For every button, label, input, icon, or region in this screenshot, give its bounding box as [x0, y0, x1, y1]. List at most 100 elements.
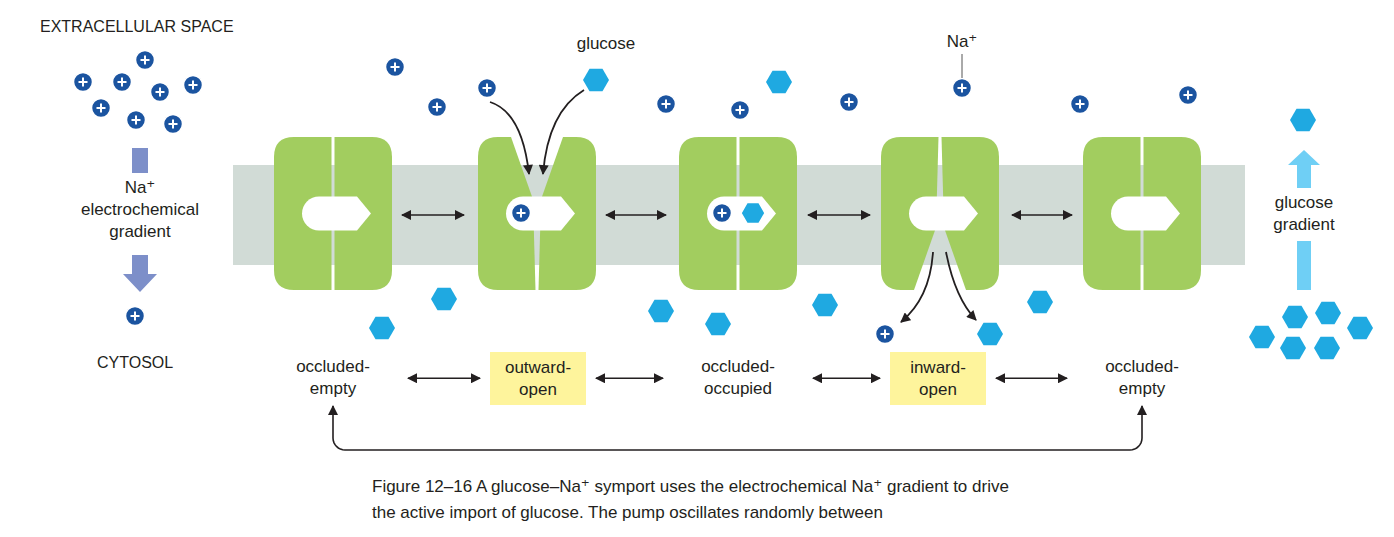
glucose-molecule — [431, 288, 457, 311]
glucose-molecule — [1282, 306, 1308, 329]
ion-disc — [136, 51, 155, 70]
annotation-label: Na⁺ — [932, 31, 992, 53]
glucose-molecule — [977, 323, 1003, 346]
ion-disc — [428, 98, 447, 117]
transition-arrow — [808, 214, 870, 216]
movement-arrow — [946, 252, 976, 320]
transition-connector — [596, 377, 663, 379]
transporter-protein — [881, 137, 999, 290]
binding-pocket — [707, 197, 776, 231]
sodium-ion — [92, 99, 111, 118]
plus-sign — [1076, 100, 1085, 109]
ion-disc — [657, 95, 676, 114]
binding-pocket — [1111, 197, 1180, 231]
glucose-molecule — [741, 203, 765, 224]
glucose-molecule — [1027, 291, 1053, 314]
plus-sign — [662, 100, 671, 109]
illustration — [74, 51, 1374, 360]
movement-arrow — [490, 102, 529, 174]
glucose-molecule — [1347, 317, 1373, 340]
transporter-protein — [679, 137, 797, 290]
annotation-label: glucose gradient — [1259, 192, 1349, 236]
plus-sign — [132, 116, 141, 125]
plus-sign — [156, 88, 165, 97]
ion-disc — [1179, 86, 1198, 105]
ion-disc — [92, 99, 111, 118]
glucose-molecule — [705, 313, 731, 336]
state-text: occluded- empty — [288, 356, 378, 400]
sodium-ion — [657, 95, 676, 114]
plus-sign — [1184, 91, 1193, 100]
glucose-molecule — [1249, 326, 1275, 349]
glucose-molecule — [766, 71, 792, 94]
glucose-molecule — [1315, 302, 1341, 325]
state-label: occluded- occupied — [673, 356, 803, 400]
plus-sign — [881, 330, 890, 339]
sodium-ion — [127, 111, 146, 130]
ion-disc — [1071, 95, 1090, 114]
gradient-arrow-tail — [1297, 241, 1311, 290]
ion-disc — [840, 93, 859, 112]
sodium-ion — [713, 204, 732, 223]
sodium-ion — [840, 93, 859, 112]
ion-disc — [126, 307, 145, 326]
transition-connector — [813, 377, 880, 379]
plus-sign — [97, 104, 106, 113]
sodium-ion — [113, 73, 132, 92]
sodium-ion — [1071, 95, 1090, 114]
transition-connector — [333, 406, 1142, 450]
leader-line — [962, 54, 963, 78]
movement-arrow — [901, 252, 933, 322]
sodium-ion — [184, 76, 203, 95]
plus-sign — [483, 84, 492, 93]
ion-disc — [386, 58, 405, 77]
gradient-arrow-head — [123, 255, 157, 292]
plus-sign — [845, 98, 854, 107]
plus-sign — [189, 81, 198, 90]
annotation-label: Na⁺ electrochemical gradient — [70, 177, 210, 243]
transition-arrow — [1012, 214, 1072, 216]
plus-sign — [517, 209, 526, 218]
sodium-ion — [386, 58, 405, 77]
sodium-ion — [876, 325, 895, 344]
sodium-ion — [478, 79, 497, 98]
annotation-label: CYTOSOL — [97, 352, 217, 374]
ion-disc — [512, 204, 531, 223]
plus-sign — [141, 56, 150, 65]
plus-sign — [718, 209, 727, 218]
gradient-arrow-head — [1288, 150, 1320, 188]
annotation-label: glucose — [556, 33, 656, 55]
sodium-ion — [512, 204, 531, 223]
movement-arrow — [543, 90, 584, 174]
plus-sign — [391, 63, 400, 72]
sodium-ion — [1179, 86, 1198, 105]
state-label: occluded- empty — [268, 356, 398, 400]
glucose-molecule — [1280, 337, 1306, 360]
figure-caption: Figure 12–16 A glucose–Na⁺ symport uses … — [372, 474, 1032, 526]
ion-layer — [74, 51, 1374, 360]
ion-disc — [74, 73, 93, 92]
glucose-molecule — [1314, 337, 1340, 360]
state-box: inward- open — [890, 352, 986, 405]
gradient-arrow-tail — [132, 148, 148, 173]
plus-sign — [958, 84, 967, 93]
transporter-protein — [274, 137, 392, 290]
ion-disc — [113, 73, 132, 92]
binding-pocket — [302, 197, 371, 231]
plus-sign — [131, 312, 140, 321]
state-text: outward- open — [493, 357, 583, 401]
ion-disc — [127, 111, 146, 130]
sodium-ion — [74, 73, 93, 92]
annotation-label: EXTRACELLULAR SPACE — [40, 16, 300, 38]
state-text: occluded- occupied — [693, 356, 783, 400]
sodium-ion — [953, 79, 972, 98]
plus-sign — [118, 78, 127, 87]
transporter-protein — [1083, 137, 1201, 290]
ion-disc — [184, 76, 203, 95]
plus-sign — [169, 120, 178, 129]
binding-pocket — [909, 197, 978, 231]
state-text: occluded- empty — [1097, 356, 1187, 400]
sodium-ion — [151, 83, 170, 102]
